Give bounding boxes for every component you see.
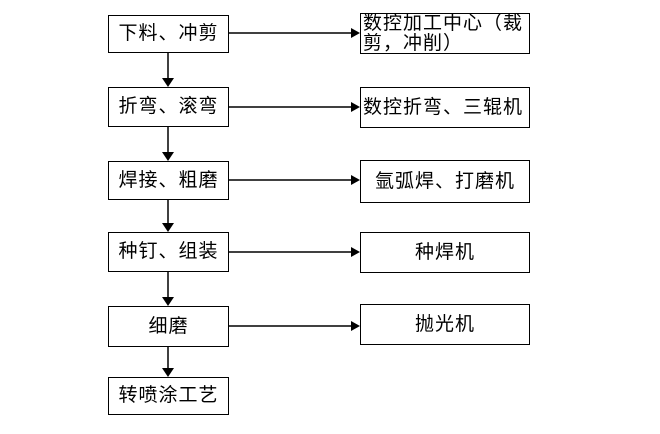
flow-node-label: 种焊机 — [414, 241, 475, 263]
flow-node-label: 转喷涂工艺 — [118, 385, 219, 406]
right-arrow — [229, 28, 360, 38]
down-arrow — [162, 347, 174, 377]
right-arrow — [229, 321, 360, 331]
right-arrow — [229, 102, 360, 112]
flow-node-step-welding-rough-grinding: 焊接、粗磨 — [108, 161, 229, 200]
flow-node-equipment-cnc-bender-three-roller: 数控折弯、三辊机 — [360, 87, 530, 128]
down-arrow — [162, 272, 174, 306]
flow-node-label: 数控加工中心（裁剪，冲削） — [363, 13, 524, 54]
flow-node-label: 焊接、粗磨 — [118, 169, 219, 191]
flow-node-label: 下料、冲剪 — [118, 23, 219, 44]
down-arrow — [162, 53, 174, 87]
flow-node-step-to-spray-coating: 转喷涂工艺 — [108, 377, 229, 415]
flow-node-equipment-polisher: 抛光机 — [360, 304, 530, 345]
right-arrow — [229, 247, 360, 257]
flow-node-step-cutting-punching: 下料、冲剪 — [108, 15, 229, 53]
flow-node-equipment-cnc-machining-center: 数控加工中心（裁剪，冲削） — [360, 13, 530, 54]
flow-node-equipment-stud-welder: 种焊机 — [360, 232, 530, 273]
flow-node-label: 细磨 — [148, 315, 189, 337]
flow-node-equipment-argon-arc-welder-grinder: 氩弧焊、打磨机 — [360, 160, 530, 203]
flow-node-label: 氩弧焊、打磨机 — [374, 170, 515, 192]
down-arrow — [162, 200, 174, 232]
flow-node-label: 数控折弯、三辊机 — [363, 96, 524, 118]
flow-node-step-bending-rolling: 折弯、滚弯 — [108, 87, 229, 127]
flow-node-step-fine-grinding: 细磨 — [108, 306, 229, 347]
flow-node-step-stud-assembly: 种钉、组装 — [108, 232, 229, 272]
flow-node-label: 抛光机 — [414, 313, 475, 335]
down-arrow — [162, 127, 174, 161]
flow-node-label: 折弯、滚弯 — [118, 96, 219, 117]
flow-node-label: 种钉、组装 — [118, 241, 219, 262]
right-arrow — [229, 175, 360, 185]
